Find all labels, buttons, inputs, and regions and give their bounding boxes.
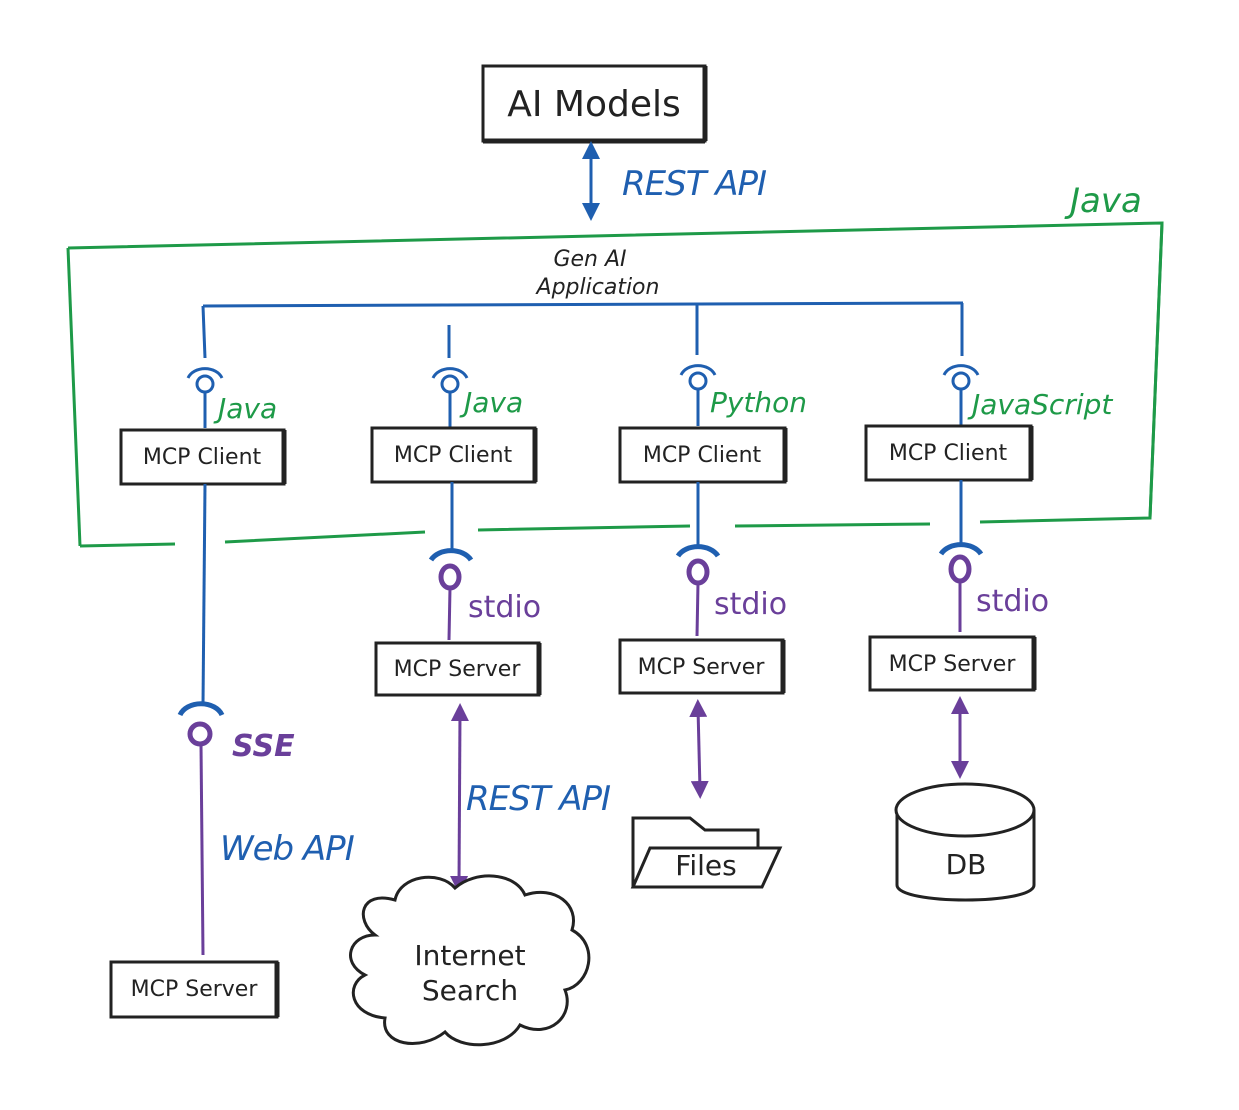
transport-label-3: stdio (714, 587, 787, 622)
mcp-server-label-4: MCP Server (889, 652, 1017, 677)
mcp-client-box-4: MCP Client (864, 424, 1034, 482)
application-bus (202, 301, 964, 308)
db-label: DB (946, 848, 987, 881)
gen-ai-label-line1: Gen AI (553, 247, 626, 272)
mcp-client-box-1: MCP Client (119, 428, 287, 486)
ai-models-label: AI Models (507, 84, 681, 125)
mcp-server-box-3: MCP Server (618, 638, 786, 695)
internet-search-cloud-icon (349, 874, 591, 1047)
files-folder-icon (630, 816, 783, 889)
gen-ai-label-line2: Application (535, 275, 660, 300)
transport-label-2: stdio (468, 590, 541, 625)
client-interface-2 (431, 367, 469, 428)
db-cylinder-icon (894, 782, 1036, 902)
mcp-server-label-2: MCP Server (394, 657, 522, 682)
client-interface-3 (679, 364, 717, 426)
internet-search-line1: Internet (414, 939, 525, 972)
mcp-client-box-2: MCP Client (370, 426, 538, 484)
ai-models-box: AI Models (481, 64, 708, 144)
web-api-label: Web API (220, 829, 355, 869)
client-2-lang: Java (459, 386, 523, 419)
client-interface-1 (186, 367, 224, 428)
rest-api-top-label: REST API (622, 164, 767, 204)
mcp-server-box-1: MCP Server (109, 960, 280, 1019)
java-container (66, 221, 1164, 548)
java-container-label: Java (1064, 181, 1142, 221)
search-arrow (450, 703, 469, 894)
mcp-client-label-4: MCP Client (889, 441, 1008, 466)
client-interface-4 (942, 364, 980, 426)
transport-label-1: SSE (232, 729, 295, 764)
mcp-server-box-4: MCP Server (868, 635, 1037, 692)
mcp-server-box-2: MCP Server (374, 641, 542, 697)
transport-interface-1 (177, 701, 225, 956)
mcp-client-label-2: MCP Client (394, 443, 513, 468)
mcp-server-label-1: MCP Server (131, 977, 259, 1002)
transport-interface-3 (675, 544, 721, 637)
client-1-lang: Java (213, 392, 277, 425)
mcp-client-label-1: MCP Client (143, 445, 262, 470)
mcp-client-box-3: MCP Client (618, 426, 788, 484)
transport-label-4: stdio (976, 584, 1049, 619)
internet-search-line2: Search (422, 974, 518, 1007)
files-arrow (689, 699, 709, 799)
transport-interface-2 (428, 548, 474, 641)
client-4-lang: JavaScript (967, 388, 1113, 421)
files-label: Files (675, 849, 736, 882)
client-3-lang: Python (710, 386, 807, 419)
rest-api-search-label: REST API (466, 779, 611, 819)
mcp-client-label-3: MCP Client (643, 443, 762, 468)
mcp-server-label-3: MCP Server (638, 655, 766, 680)
transport-interface-4 (938, 542, 984, 632)
